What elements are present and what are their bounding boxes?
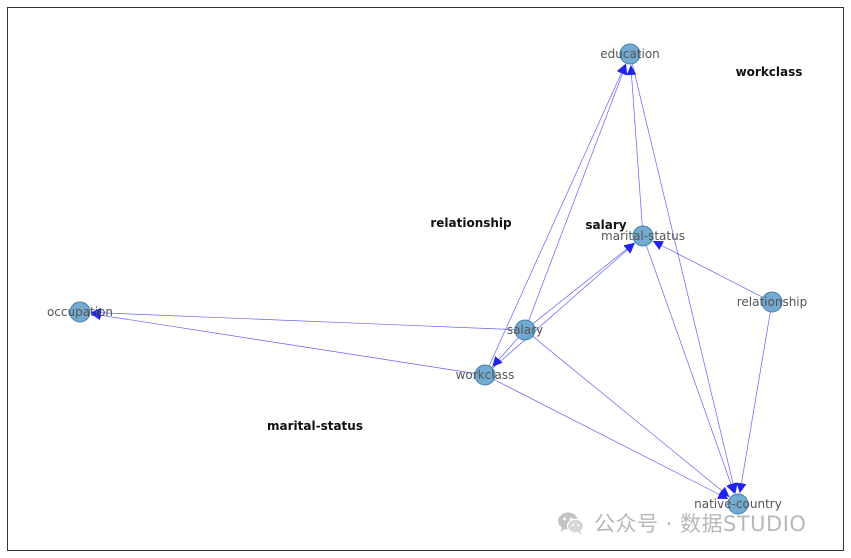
node-occupation: [69, 301, 91, 323]
floating-label-workclass: workclass: [736, 65, 803, 79]
edge-education-to-native-country: [631, 63, 738, 494]
floating-label-salary: salary: [585, 218, 626, 232]
wechat-icon: [558, 512, 585, 535]
edge-marital-status-to-native-country: [645, 245, 736, 494]
edges-layer: [90, 63, 771, 500]
node-label-workclass: workclass: [456, 368, 515, 382]
floating-label-relationship: relationship: [430, 216, 512, 230]
watermark-text: 公众号 · 数据STUDIO: [594, 512, 807, 536]
floating-label-marital-status: marital-status: [267, 419, 363, 433]
edge-relationship-to-marital-status: [652, 240, 764, 298]
node-label-relationship: relationship: [737, 295, 808, 309]
edge-salary-to-occupation: [90, 307, 516, 330]
node-workclass: [474, 364, 496, 386]
diagram-frame: [7, 7, 844, 551]
edge-salary-to-native-country: [532, 336, 730, 498]
node-marital-status: [632, 225, 654, 247]
node-relationship: [761, 291, 783, 313]
node-label-occupation: occupation: [47, 305, 113, 319]
edge-workclass-to-occupation: [90, 310, 476, 374]
edge-salary-to-marital-status: [532, 242, 635, 325]
edge-salary-to-workclass: [492, 337, 519, 368]
node-labels-layer: education marital-status relationship occup…: [47, 47, 807, 511]
node-label-salary: salary: [507, 323, 543, 337]
edge-marital-status-to-education: [626, 64, 643, 227]
node-label-marital-status: marital-status: [601, 229, 685, 243]
node-label-education: education: [600, 47, 660, 61]
node-education: [619, 43, 641, 65]
edge-salary-to-education: [528, 64, 628, 321]
edge-workclass-to-native-country: [493, 379, 729, 500]
edge-workclass-to-education: [488, 63, 626, 367]
nodes-layer: [69, 43, 783, 515]
edge-relationship-to-native-country: [736, 311, 771, 494]
node-native-country: [727, 493, 749, 515]
watermark: 公众号 · 数据STUDIO: [556, 508, 806, 538]
edge-workclass-to-marital-status: [492, 243, 635, 369]
node-salary: [514, 319, 536, 341]
node-label-native-country: native-country: [694, 497, 782, 511]
